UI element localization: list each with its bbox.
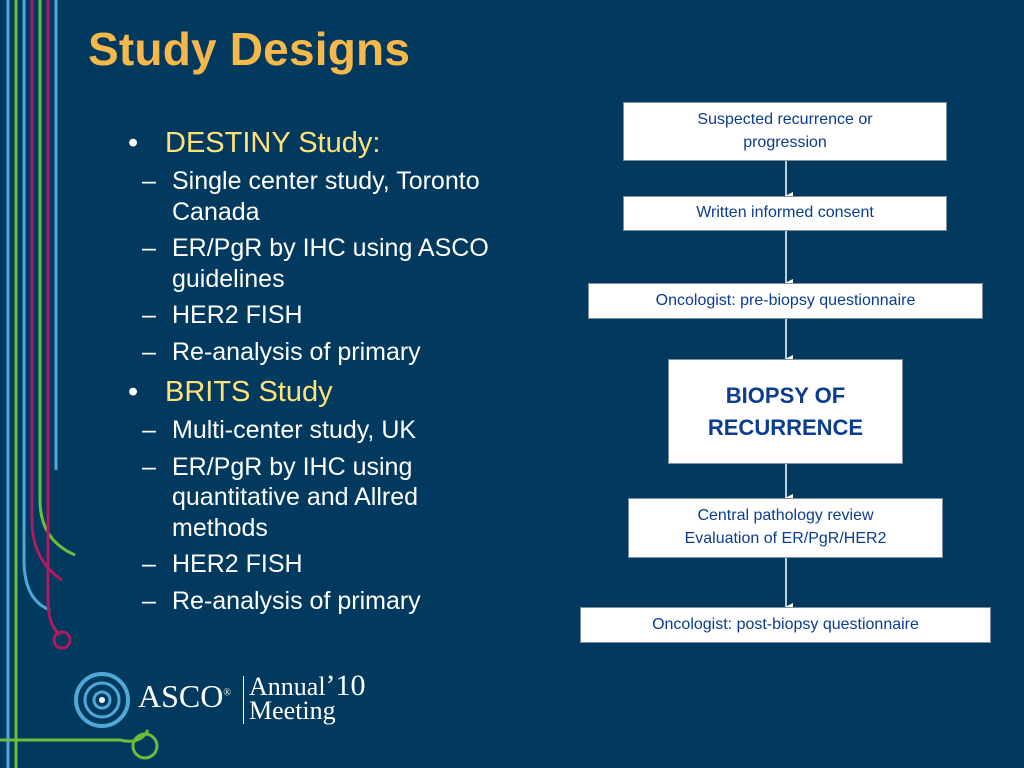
bullet-dot-icon: • (128, 376, 139, 409)
flow-step-text: Oncologist: post-biopsy questionnaire (652, 615, 919, 633)
bullet-list: • DESTINY Study: –Single center study, T… (128, 126, 518, 624)
sub-bullet: –Single center study, Toronto Canada (142, 167, 480, 226)
flow-step-post-biopsy-questionnaire: Oncologist: post-biopsy questionnaire (580, 607, 991, 643)
registered-mark: ® (223, 687, 231, 699)
sub-bullet: –HER2 FISH (142, 550, 303, 579)
deco-circle-magenta (52, 630, 72, 650)
sub-bullet-text: Multi-center study, UK (172, 416, 417, 445)
flow-step-biopsy: BIOPSY OF RECURRENCE (668, 359, 903, 464)
target-rings-icon (74, 672, 130, 728)
sub-list-destiny: –Single center study, Toronto Canada –ER… (128, 166, 518, 367)
sub-bullet-text: HER2 FISH (172, 301, 303, 330)
bullet-brits: • BRITS Study (128, 375, 518, 409)
logo-divider (243, 676, 244, 724)
flow-step-text: Suspected recurrence or progression (697, 110, 873, 151)
sub-bullet-text: HER2 FISH (172, 550, 303, 579)
sub-bullet: –HER2 FISH (142, 301, 303, 330)
flow-step-suspected-recurrence: Suspected recurrence or progression (623, 102, 947, 161)
year-text: ’10 (325, 669, 366, 702)
slide-title: Study Designs (88, 23, 411, 75)
asco-logo: ASCO® (138, 678, 231, 715)
sub-bullet: –Re-analysis of primary (142, 337, 421, 366)
bullet-heading: BRITS Study (165, 376, 333, 409)
sub-bullet-text: Re-analysis of primary (172, 586, 421, 615)
sub-bullet-text: ER/PgR by IHC using quantitative and All… (172, 452, 419, 542)
sub-bullet: –ER/PgR by IHC using quantitative and Al… (142, 452, 419, 542)
flow-step-pre-biopsy-questionnaire: Oncologist: pre-biopsy questionnaire (588, 283, 983, 319)
meeting-text: Meeting (249, 696, 336, 725)
flow-step-text: BIOPSY OF RECURRENCE (707, 382, 864, 440)
bullet-dot-icon: • (128, 127, 139, 159)
flow-step-informed-consent: Written informed consent (623, 196, 947, 231)
sub-bullet: –Re-analysis of primary (142, 586, 421, 615)
flow-step-text: Oncologist: pre-biopsy questionnaire (655, 291, 916, 309)
bullet-destiny: • DESTINY Study: (128, 126, 518, 160)
flow-step-central-pathology: Central pathology review Evaluation of E… (628, 498, 943, 558)
annual-text: Annual (249, 672, 326, 701)
decorative-lines (0, 0, 159, 768)
annual-meeting-logo: Annual’10 Meeting (249, 671, 366, 725)
flow-step-text: Central pathology review Evaluation of E… (684, 507, 887, 547)
sub-bullet: –Multi-center study, UK (142, 416, 417, 445)
sub-bullet-text: ER/PgR by IHC using ASCO guidelines (172, 234, 489, 293)
sub-bullet-text: Single center study, Toronto Canada (172, 167, 480, 226)
bullet-heading: DESTINY Study: (165, 127, 381, 159)
deco-circle-green (131, 732, 159, 760)
sub-bullet-text: Re-analysis of primary (172, 337, 421, 366)
flow-step-text: Written informed consent (696, 204, 874, 222)
sub-list-brits: –Multi-center study, UK –ER/PgR by IHC u… (128, 415, 518, 616)
sub-bullet: –ER/PgR by IHC using ASCO guidelines (142, 234, 489, 293)
asco-logo-text: ASCO (138, 678, 224, 714)
